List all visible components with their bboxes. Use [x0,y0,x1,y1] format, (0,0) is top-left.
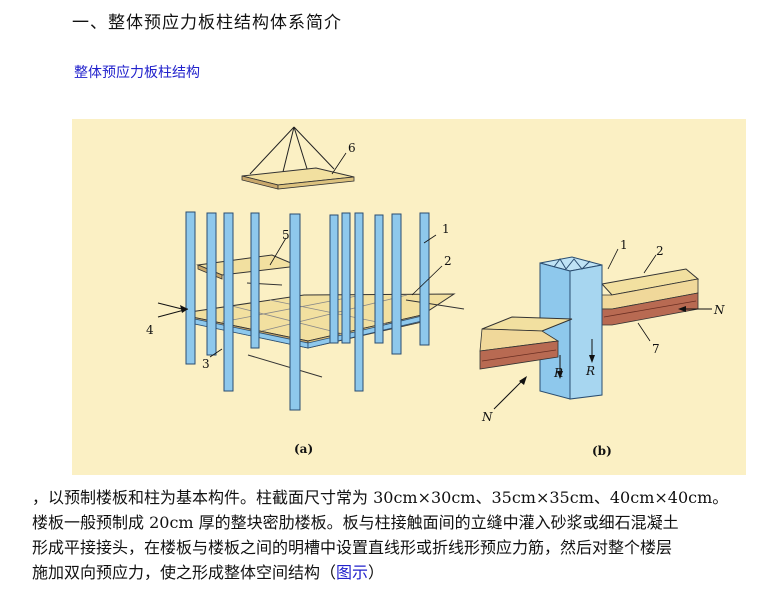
description-paragraph: ，以预制楼板和柱为基本构件。柱截面尺寸常为 30cm×30cm、35cm×35c… [32,485,752,585]
structure-illustration: 1 2 3 4 5 6 (a) [146,126,725,458]
subsection-heading: 整体预应力板柱结构 [74,65,200,81]
label-b-7: 7 [652,342,660,356]
caption-a: (a) [294,442,313,456]
label-a-2: 2 [444,254,452,268]
lifting-rig [241,126,355,190]
label-a-1: 1 [442,222,450,236]
paragraph-line-4-text: 施加双向预应力，使之形成整体空间结构（ [32,563,337,582]
force-n-right: N [713,303,725,317]
paragraph-line-3: 形成平接接头，在楼板与楼板之间的明槽中设置直线形或折线形预应力筋，然后对整个楼层 [32,538,673,557]
label-a-4: 4 [146,323,154,337]
label-a-3: 3 [202,357,210,371]
columns-a [185,211,430,411]
force-n-left: N [481,410,493,424]
figure-link[interactable]: 图示 [336,563,369,582]
force-r-left: R [553,366,563,380]
label-a-5: 5 [282,228,290,242]
label-a-6: 6 [348,141,356,155]
label-b-1: 1 [620,238,628,252]
paragraph-line-4-end: ） [368,563,385,582]
section-heading: 一、整体预应力板柱结构体系简介 [72,13,342,33]
paragraph-line-2: 楼板一般预制成 20cm 厚的整块密肋楼板。板与柱接触面间的立缝中灌入砂浆或细石… [32,513,679,532]
joint-detail [479,248,712,410]
paragraph-line-1: ，以预制楼板和柱为基本构件。柱截面尺寸常为 30cm×30cm、35cm×35c… [32,488,729,507]
force-r-right: R [585,364,595,378]
label-b-2: 2 [656,244,664,258]
paragraph-line-4: 施加双向预应力，使之形成整体空间结构（图示） [32,563,384,582]
caption-b: (b) [592,444,612,458]
structure-figure: 1 2 3 4 5 6 (a) [72,119,746,475]
